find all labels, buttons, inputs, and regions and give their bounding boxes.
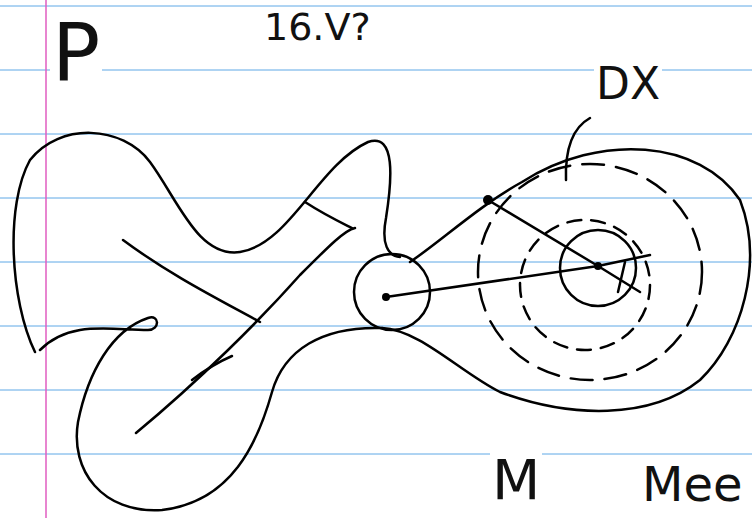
handwritten-label: M bbox=[490, 452, 542, 508]
handwritten-label: DX bbox=[594, 62, 662, 106]
handwritten-label: Mee bbox=[640, 460, 744, 508]
handwritten-label: 16.V? bbox=[262, 8, 373, 46]
handwritten-label: P bbox=[50, 14, 102, 94]
